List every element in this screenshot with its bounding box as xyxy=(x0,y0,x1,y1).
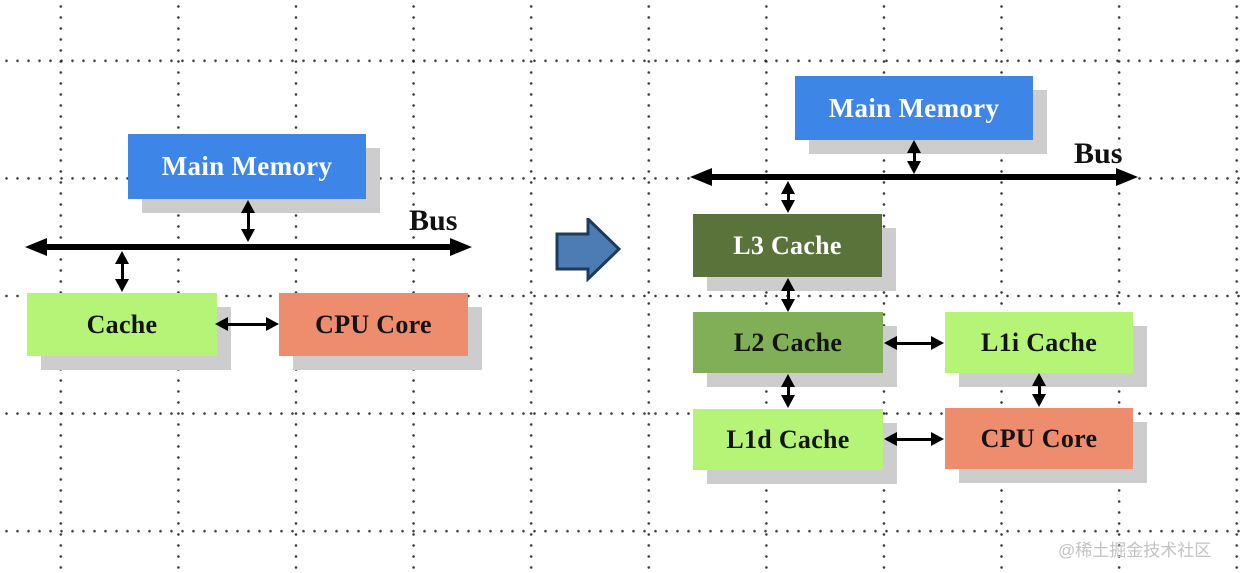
right-cpu-core-label: CPU Core xyxy=(980,423,1098,453)
right-cpu-core-box: CPU Core xyxy=(945,408,1133,469)
right-arrow-l1d-cpucore xyxy=(884,431,944,447)
right-l3-cache-box: L3 Cache xyxy=(693,214,882,277)
left-arrow-bus-cache xyxy=(114,251,130,292)
right-arrow-l2-l1i xyxy=(884,335,944,351)
right-bus-arrow xyxy=(690,167,1138,187)
left-bus-label: Bus xyxy=(409,204,458,237)
left-arrow-mainmemory-bus xyxy=(240,200,256,242)
right-arrow-bus-l3 xyxy=(780,181,796,213)
right-arrow-l1i-cpucore xyxy=(1031,373,1047,407)
right-arrow-l2-l1d xyxy=(780,374,796,408)
right-l1d-cache-label: L1d Cache xyxy=(726,424,850,454)
transition-arrow-icon xyxy=(555,218,621,282)
right-main-memory-label: Main Memory xyxy=(828,92,1000,123)
left-arrow-cache-cpucore xyxy=(215,316,279,332)
right-l3-cache-label: L3 Cache xyxy=(733,230,842,260)
right-l2-cache-box: L2 Cache xyxy=(693,312,883,373)
left-cache-box: Cache xyxy=(27,293,217,356)
right-bus-label: Bus xyxy=(1074,137,1123,170)
left-main-memory-box: Main Memory xyxy=(128,134,366,199)
right-l1i-cache-box: L1i Cache xyxy=(945,312,1133,373)
right-l2-cache-label: L2 Cache xyxy=(733,327,843,357)
left-main-memory-label: Main Memory xyxy=(161,151,333,181)
right-l1i-cache-label: L1i Cache xyxy=(980,327,1098,357)
right-arrow-l3-l2 xyxy=(780,278,796,312)
right-main-memory-box: Main Memory xyxy=(795,76,1033,140)
left-cache-label: Cache xyxy=(86,309,158,339)
left-cpu-core-label: CPU Core xyxy=(315,309,432,339)
right-l1d-cache-box: L1d Cache xyxy=(693,409,883,470)
watermark-text: @稀土掘金技术社区 xyxy=(1058,541,1212,560)
left-bus-arrow xyxy=(25,237,472,257)
right-arrow-mainmemory-bus xyxy=(906,140,922,174)
left-cpu-core-box: CPU Core xyxy=(279,293,468,356)
